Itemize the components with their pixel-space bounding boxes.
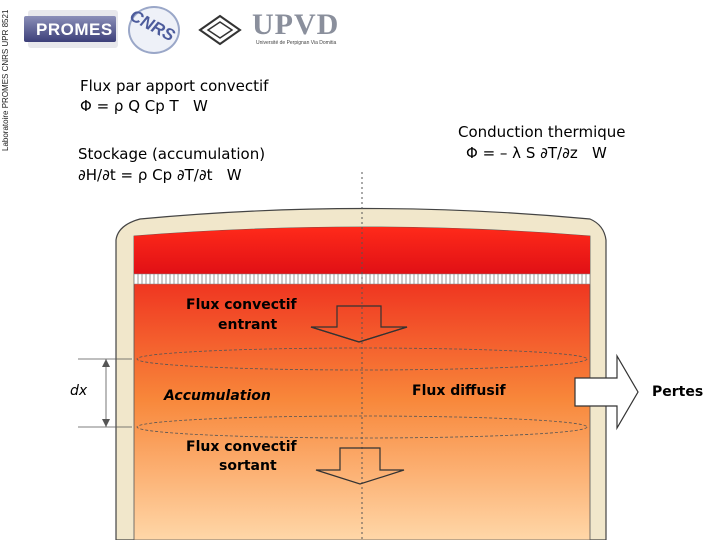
upvd-logo: UPVD Université de Perpignan Via Domitia bbox=[252, 8, 348, 52]
flux-in-label-2: entrant bbox=[218, 317, 278, 333]
dx-arrow-down bbox=[102, 419, 110, 427]
tank-top-layer bbox=[134, 227, 590, 274]
control-volume-bottom-ellipse bbox=[136, 415, 588, 439]
flux-out-label-2: sortant bbox=[219, 458, 277, 474]
flux-out-label-1: Flux convectif bbox=[186, 439, 297, 455]
flux-in-arrow bbox=[310, 305, 408, 343]
upvd-logo-subtext: Université de Perpignan Via Domitia bbox=[256, 40, 337, 46]
pertes-arrow bbox=[574, 353, 639, 431]
storage-title: Stockage (accumulation) bbox=[78, 145, 266, 163]
storage-equation: ∂H/∂t = ρ Cp ∂T/∂t W bbox=[78, 166, 242, 184]
upvd-logo-text: UPVD bbox=[252, 8, 340, 41]
conduction-equation: Φ = – λ S ∂T/∂z W bbox=[466, 144, 607, 162]
flux-in-label-1: Flux convectif bbox=[186, 297, 297, 313]
dx-label: dx bbox=[70, 383, 88, 399]
cnrs-logo: CNRS bbox=[124, 2, 184, 54]
promes-logo-text: PROMES bbox=[36, 20, 113, 39]
accumulation-label: Accumulation bbox=[164, 388, 271, 404]
upvd-emblem-logo bbox=[196, 12, 244, 48]
promes-logo: PROMES bbox=[22, 6, 120, 56]
convective-flux-equation: Φ = ρ Q Cp T W bbox=[80, 97, 208, 115]
flux-out-arrow bbox=[315, 447, 405, 485]
control-volume-top-ellipse bbox=[136, 347, 588, 371]
conduction-title: Conduction thermique bbox=[458, 123, 626, 141]
pertes-label: Pertes bbox=[652, 384, 704, 400]
dx-arrow-up bbox=[102, 359, 110, 367]
flux-diffusif-label: Flux diffusif bbox=[412, 383, 506, 399]
convective-flux-title: Flux par apport convectif bbox=[80, 77, 269, 95]
